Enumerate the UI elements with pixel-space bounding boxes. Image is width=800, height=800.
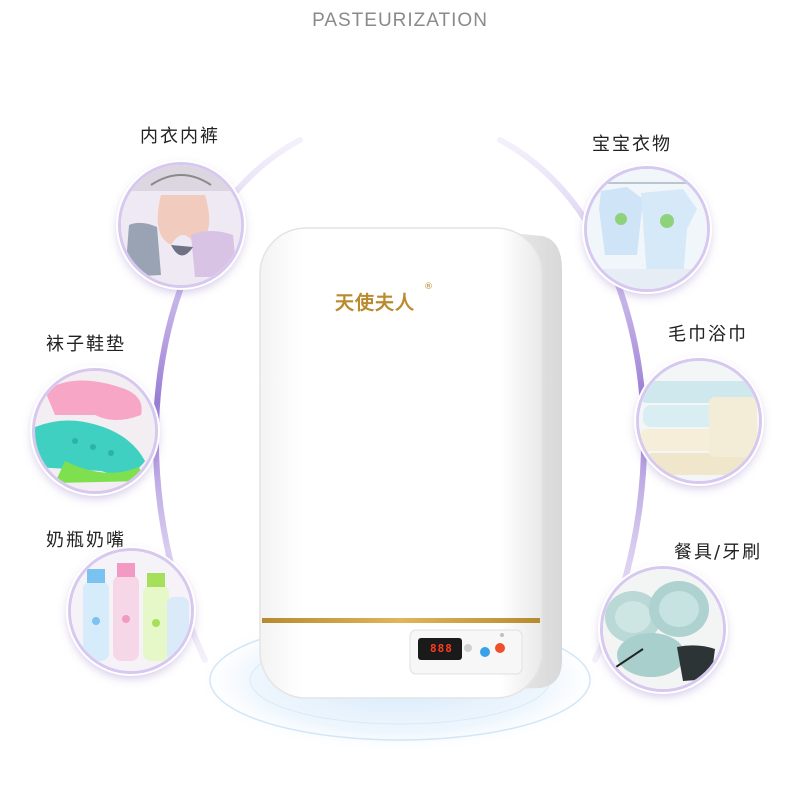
baby-clothes-photo-icon: [584, 166, 710, 292]
sterilizer-device: [259, 227, 562, 699]
label-baby-bottles: 奶瓶奶嘴: [46, 530, 126, 551]
baby-bottles-photo-icon: [68, 548, 194, 674]
label-tableware: 餐具/牙刷: [674, 542, 763, 563]
label-towels: 毛巾浴巾: [668, 324, 748, 345]
registered-mark: ®: [424, 282, 433, 292]
led-display: 888: [430, 642, 453, 655]
page-title: PASTEURIZATION: [312, 10, 488, 31]
underwear-photo-icon: [118, 162, 244, 288]
label-socks: 袜子鞋垫: [46, 334, 126, 355]
label-underwear: 内衣内裤: [140, 126, 220, 147]
brand-logo-text: 天使夫人: [335, 292, 416, 314]
tableware-photo-icon: [600, 566, 726, 692]
socks-photo-icon: [32, 368, 158, 494]
label-baby-clothes: 宝宝衣物: [592, 134, 672, 155]
towels-photo-icon: [636, 358, 762, 484]
